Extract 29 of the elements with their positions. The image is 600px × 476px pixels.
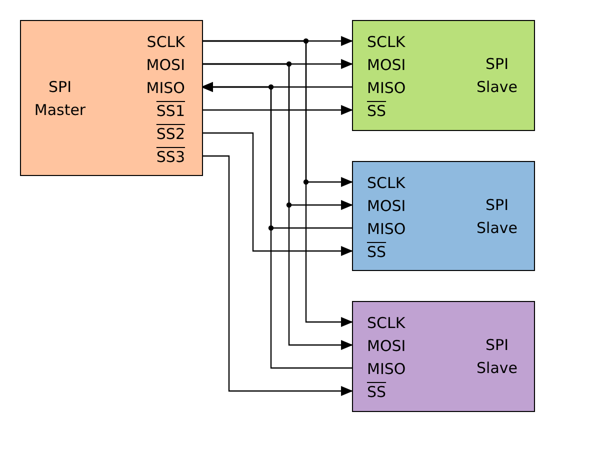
pin-label: MISO [353,358,443,380]
node-label: SPI Slave [476,54,518,98]
slave-box [352,20,535,131]
pin-label: SS3 [121,146,203,168]
slave-box [352,301,535,412]
pin-label: SS2 [121,123,203,145]
pin-label: MISO [353,77,443,99]
arrow [202,105,353,115]
pin-label: SCLK [353,312,443,334]
pin-label: SCLK [353,172,443,194]
pin-label: SS [353,381,443,403]
pin-label: SCLK [121,31,203,53]
node-label: SPI Slave [476,335,518,379]
pin-label: MOSI [121,54,203,76]
pin-label: SS [353,241,443,263]
arrow [202,155,353,396]
pin-label: SS [353,100,443,122]
node-label: SPI Slave [476,195,518,239]
slave-box [352,161,535,271]
pin-label: MOSI [353,335,443,357]
node-label: SPI Master [33,77,87,121]
master-box [20,20,203,176]
pin-label: MOSI [353,54,443,76]
pin-label: SS1 [121,100,203,122]
pin-label: MOSI [353,195,443,217]
arrow [202,132,353,256]
pin-label: MISO [353,218,443,240]
pin-label: MISO [121,77,203,99]
pin-label: SCLK [353,31,443,53]
